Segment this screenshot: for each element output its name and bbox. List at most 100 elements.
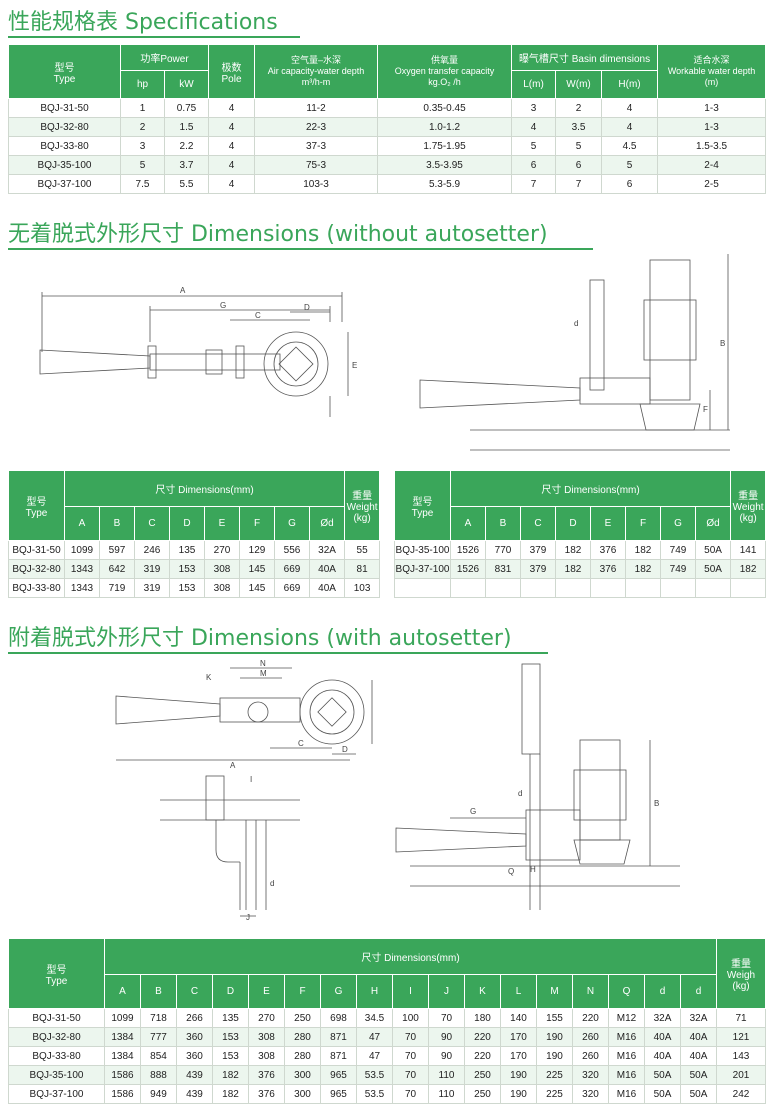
side-view-drawing: B F d xyxy=(419,254,730,451)
column-header: Ød xyxy=(308,506,346,541)
dim-with-section-title: 附着脱式外形尺寸 Dimensions (with autosetter) xyxy=(8,620,548,654)
column-header: C xyxy=(176,974,213,1009)
spec-cell: 1.5-3.5 xyxy=(657,136,767,156)
spec-header-hp: hp xyxy=(120,70,165,99)
dim-right-cell: 376 xyxy=(590,540,626,560)
dim-big-cell: 300 xyxy=(284,1084,321,1104)
dim-big-cell: 280 xyxy=(284,1046,321,1066)
label-a2: A xyxy=(230,761,236,770)
spec-cell: 37-3 xyxy=(254,136,379,156)
dim-left-cell: 319 xyxy=(134,578,170,598)
dim-big-cell: 439 xyxy=(176,1084,213,1104)
column-header: d xyxy=(680,974,717,1009)
dim-big-cell: 170 xyxy=(500,1046,537,1066)
dim-big-cell: 70 xyxy=(392,1027,429,1047)
dim-big-cell: 777 xyxy=(140,1027,177,1047)
spec-cell: 4 xyxy=(208,155,256,175)
spec-cell: 4 xyxy=(208,136,256,156)
dim-left-cell: 642 xyxy=(99,559,135,579)
dim-big-cell: M16 xyxy=(608,1027,645,1047)
dim-big-cell: 242 xyxy=(716,1084,766,1104)
dim-right-cell: BQJ-35-100 xyxy=(394,540,451,560)
spec-cell: 2 xyxy=(120,117,165,137)
dim-big-cell: 854 xyxy=(140,1046,177,1066)
autosetter-top-view-drawing: N M K C D A xyxy=(115,660,373,770)
dim-big-header-dims: 尺寸 Dimensions(mm) xyxy=(104,938,717,975)
dim-big-cell: 225 xyxy=(536,1084,573,1104)
column-header: C xyxy=(520,506,556,541)
spec-cell: 6 xyxy=(601,174,659,194)
spec-cell: 7.5 xyxy=(120,174,165,194)
spec-cell: 103-3 xyxy=(254,174,379,194)
spec-header-l: L(m) xyxy=(511,70,557,99)
column-header: Q xyxy=(608,974,645,1009)
dim-big-cell: 155 xyxy=(536,1008,573,1028)
dim-big-cell: 871 xyxy=(320,1046,357,1066)
dim-big-cell: 180 xyxy=(464,1008,501,1028)
spec-cell: 1 xyxy=(120,98,165,118)
dim-right-cell: 182 xyxy=(625,559,661,579)
dim-right-cell xyxy=(394,578,451,598)
dim-big-cell: 182 xyxy=(212,1084,249,1104)
spec-cell: 2 xyxy=(555,98,603,118)
dim-big-cell: BQJ-31-50 xyxy=(8,1008,105,1028)
dim-left-cell: 129 xyxy=(239,540,275,560)
dim-big-cell: 140 xyxy=(500,1008,537,1028)
dim-big-cell: 965 xyxy=(320,1065,357,1085)
column-header: Ød xyxy=(694,506,732,541)
dim-big-cell: 360 xyxy=(176,1027,213,1047)
dim-big-cell: 376 xyxy=(248,1065,285,1085)
spec-cell: BQJ-37-100 xyxy=(8,174,121,194)
dim-big-cell: 1586 xyxy=(104,1065,141,1085)
label-d-small: d xyxy=(574,319,578,328)
dim-right-cell xyxy=(450,578,486,598)
dim-big-cell: 50A xyxy=(644,1084,681,1104)
dim-right-cell xyxy=(694,578,732,598)
dim-left-cell: 1099 xyxy=(64,540,100,560)
dim-big-cell: 250 xyxy=(464,1084,501,1104)
dim-right-cell: 749 xyxy=(660,559,696,579)
dim-left-cell: 145 xyxy=(239,559,275,579)
spec-cell: 0.35-0.45 xyxy=(377,98,513,118)
column-header: E xyxy=(204,506,240,541)
dim-big-cell: 220 xyxy=(572,1008,609,1028)
table-row xyxy=(394,578,767,598)
dim-big-cell: 949 xyxy=(140,1084,177,1104)
dim-right-cell: 376 xyxy=(590,559,626,579)
dim-big-cell: 871 xyxy=(320,1027,357,1047)
dim-big-cell: 50A xyxy=(680,1084,717,1104)
dim-right-cell xyxy=(555,578,591,598)
label-e: E xyxy=(352,361,357,370)
dim-right-cell: 182 xyxy=(555,559,591,579)
dim-big-cell: 70 xyxy=(392,1084,429,1104)
dim-big-cell: 280 xyxy=(284,1027,321,1047)
dim-big-cell: 153 xyxy=(212,1027,249,1047)
dim-big-cell: 1384 xyxy=(104,1046,141,1066)
dim-left-header-dims: 尺寸 Dimensions(mm) xyxy=(63,470,346,507)
column-header: B xyxy=(140,974,177,1009)
dim-left-cell: 40A xyxy=(308,559,346,579)
spec-cell: 4 xyxy=(601,117,659,137)
dim-left-cell: 153 xyxy=(169,559,205,579)
title-underline xyxy=(8,652,548,654)
dim-left-cell: 246 xyxy=(134,540,170,560)
dim-right-header-dims: 尺寸 Dimensions(mm) xyxy=(449,470,732,507)
spec-cell: 4 xyxy=(601,98,659,118)
dim-big-cell: 300 xyxy=(284,1065,321,1085)
column-header: D xyxy=(169,506,205,541)
spec-cell: 1-3 xyxy=(657,117,767,137)
spec-header-h: H(m) xyxy=(601,70,659,99)
dim-big-cell: 40A xyxy=(680,1027,717,1047)
label-j: J xyxy=(246,913,250,920)
column-header: M xyxy=(536,974,573,1009)
dim-big-cell: BQJ-35-100 xyxy=(8,1065,105,1085)
spec-cell: 1-3 xyxy=(657,98,767,118)
dim-big-cell: 90 xyxy=(428,1046,465,1066)
dim-big-cell: 190 xyxy=(500,1084,537,1104)
spec-cell: 5 xyxy=(120,155,165,175)
